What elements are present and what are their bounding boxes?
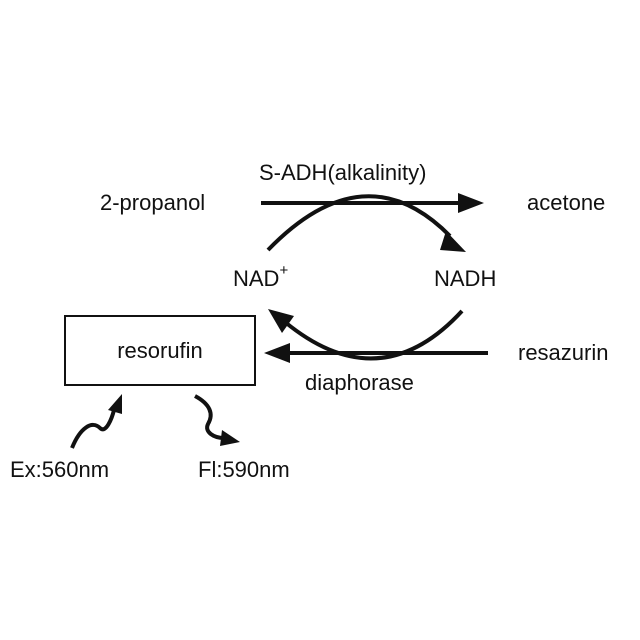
fluorescence-arrow xyxy=(195,396,240,446)
nad-text: NAD xyxy=(233,266,279,291)
substrate-label: 2-propanol xyxy=(100,190,205,215)
dye-product-label: resorufin xyxy=(117,338,203,363)
product-label: acetone xyxy=(527,190,605,215)
enzyme-bottom-label: diaphorase xyxy=(305,370,414,395)
enzyme-top-label: S-ADH(alkalinity) xyxy=(259,160,426,185)
nad-plus-label: NAD+ xyxy=(233,262,288,291)
fluorescence-label: Fl:590nm xyxy=(198,457,290,482)
excitation-label: Ex:560nm xyxy=(10,457,109,482)
excitation-arrow xyxy=(72,394,122,448)
dye-substrate-label: resazurin xyxy=(518,340,608,365)
nad-charge: + xyxy=(279,262,288,279)
nadh-label: NADH xyxy=(434,266,496,291)
